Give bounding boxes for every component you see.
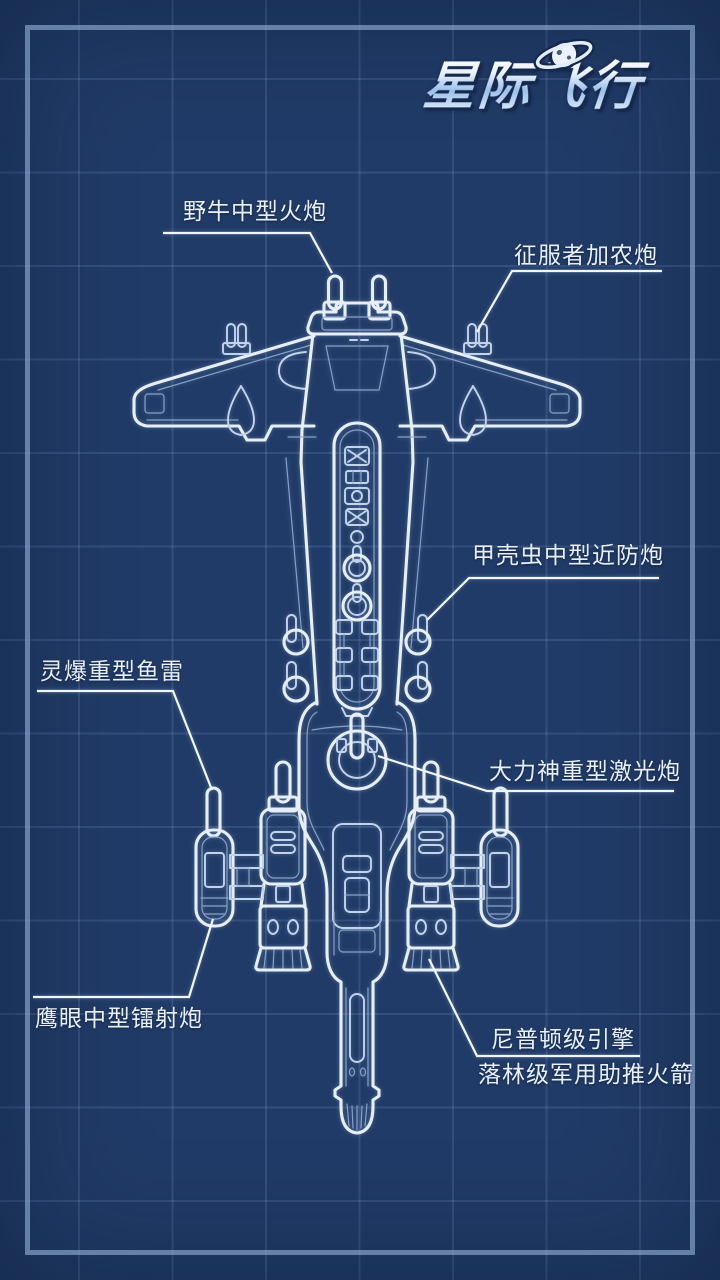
label-hawkeye-laser: 鹰眼中型镭射炮	[35, 1005, 203, 1031]
ship-left-half	[132, 274, 347, 972]
label-hercules-laser: 大力神重型激光炮	[489, 758, 681, 784]
logo: 星际飞行	[421, 38, 695, 116]
label-beetle-ciws: 甲壳虫中型近防炮	[472, 542, 664, 568]
leader-torpedo	[37, 689, 214, 791]
label-bison-cannon: 野牛中型火炮	[183, 198, 327, 224]
label-torpedo: 灵爆重型鱼雷	[40, 658, 184, 684]
label-engine: 尼普顿级引擎 落林级军用助推火箭	[478, 1022, 694, 1092]
saturn-icon	[533, 38, 595, 72]
leader-engine	[428, 958, 640, 1058]
ship-right-half	[367, 274, 582, 972]
label-conqueror-cannon: 征服者加农炮	[514, 242, 658, 268]
label-engine-line1: 尼普顿级引擎	[491, 1026, 635, 1052]
ship-centerline	[297, 301, 417, 1135]
label-engine-line2: 落林级军用助推火箭	[478, 1061, 694, 1087]
leader-hawkeye-laser	[33, 918, 215, 999]
leader-conqueror-cannon	[476, 269, 662, 333]
leader-hercules-laser	[377, 754, 674, 793]
leader-beetle-ciws	[426, 576, 659, 621]
leader-bison-cannon	[163, 231, 333, 274]
